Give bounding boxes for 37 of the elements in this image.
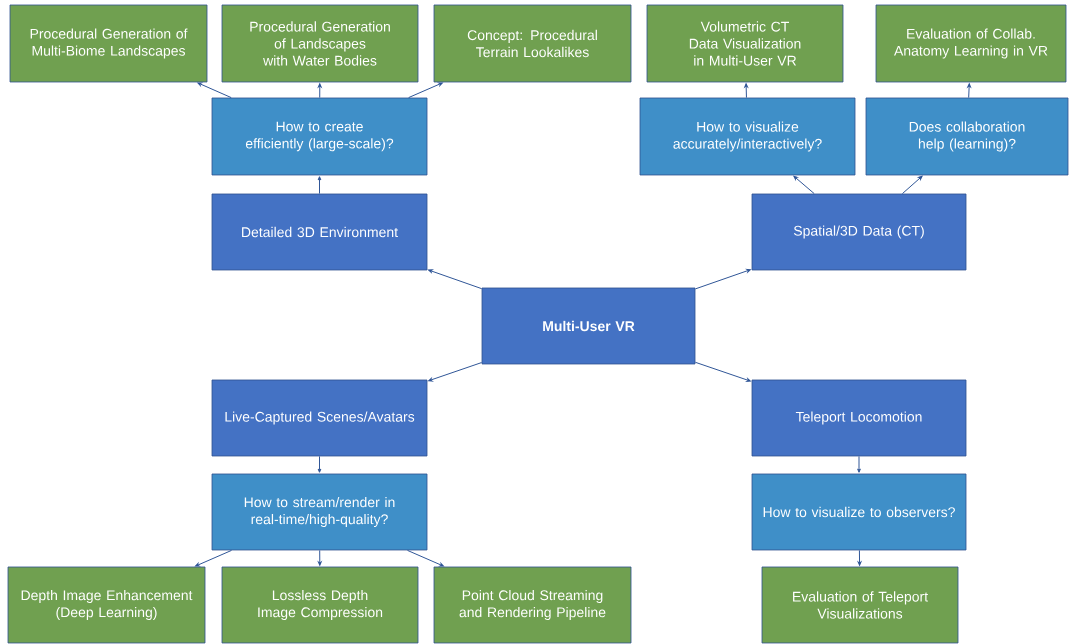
- arrow: [694, 269, 751, 290]
- arrow: [317, 455, 322, 473]
- arrow: [195, 549, 232, 567]
- arrow: [317, 83, 322, 99]
- result-box: Lossless Depth Image Compression: [221, 566, 419, 644]
- result-box: Volumetric CT Data Visualization in Multi-User VR: [646, 4, 844, 83]
- topic-box: Spatial/3D Data (CT): [751, 193, 967, 271]
- question-box: How to create efficiently (large-scale)?: [211, 97, 428, 176]
- arrow: [857, 549, 862, 566]
- arrow: [407, 549, 444, 567]
- topic-box: Live-Captured Scenes/Avatars: [211, 379, 428, 457]
- result-box: Evaluation of Teleport Visualizations: [761, 566, 959, 644]
- topic-box: Detailed 3D Environment: [211, 193, 428, 271]
- arrow: [408, 82, 443, 99]
- result-box: Evaluation of Collab. Anatomy Learning in VR: [875, 4, 1067, 83]
- result-box: Depth Image Enhancement (Deep Learning): [7, 566, 206, 644]
- question-box: How to stream/render in real-time/high-quality?: [211, 473, 428, 551]
- question-box: How to visualize to observers?: [751, 473, 967, 551]
- arrow: [901, 175, 923, 195]
- arrow: [967, 83, 971, 99]
- question-box: Does collaboration help (learning)?: [865, 97, 1069, 176]
- result-box: Point Cloud Streaming and Rendering Pipeline: [433, 566, 632, 644]
- central-box: Multi-User VR: [481, 287, 696, 365]
- arrow: [744, 83, 748, 99]
- arrow: [317, 549, 322, 566]
- result-box: Procedural Generation of Multi-Biome Landscapes: [9, 4, 208, 83]
- arrow: [197, 82, 232, 99]
- topic-box: Teleport Locomotion: [751, 379, 967, 457]
- result-box: Procedural Generation of Landscapes with Water Bodies: [221, 4, 419, 83]
- arrow: [428, 362, 483, 382]
- result-box: Concept: Procedural Terrain Lookalikes: [433, 4, 632, 83]
- arrow: [857, 455, 861, 473]
- question-box: How to visualize accurately/interactively?: [639, 97, 856, 176]
- arrow: [428, 269, 483, 290]
- arrow: [694, 361, 751, 382]
- arrow: [317, 176, 322, 195]
- arrow: [793, 175, 815, 195]
